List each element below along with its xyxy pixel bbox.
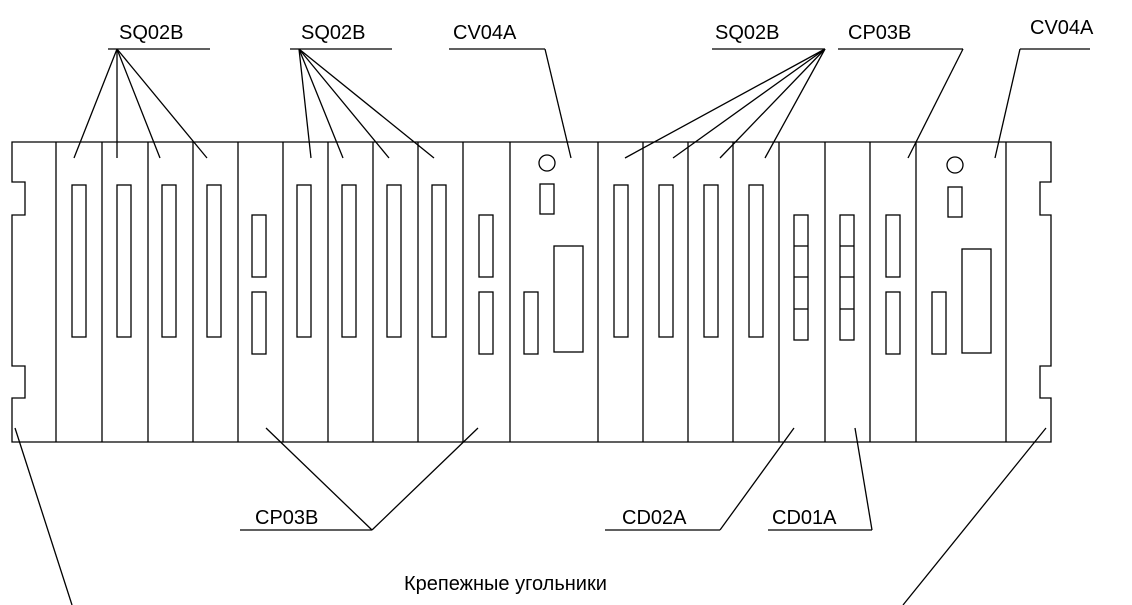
chassis-outline — [11, 141, 1052, 443]
leader-lines-bottom — [14, 427, 1047, 605]
label-sq02b-2: SQ02B — [301, 22, 365, 44]
label-sq02b-3: SQ02B — [715, 22, 779, 44]
cv04a-module-1-details — [523, 154, 584, 355]
indicator-led-icon — [946, 156, 964, 174]
indicator-led-icon — [538, 154, 556, 172]
label-cv04a-2: CV04A — [1030, 17, 1094, 39]
label-cp03b-top: CP03B — [848, 22, 911, 44]
label-sq02b-1: SQ02B — [119, 22, 183, 44]
label-mounting-brackets: Крепежные угольники — [404, 573, 607, 595]
leader-lines-top — [73, 48, 1090, 159]
cv04a-module-2-details — [931, 156, 992, 355]
label-cd02a: CD02A — [622, 507, 687, 529]
module-dividers — [55, 142, 1007, 442]
label-cd01a: CD01A — [772, 507, 837, 529]
label-cp03b-bottom: CP03B — [255, 507, 318, 529]
cd02a-connector — [793, 214, 809, 341]
label-cv04a-1: CV04A — [453, 22, 517, 44]
sq02b-connectors — [71, 184, 764, 338]
cd01a-connector — [839, 214, 855, 341]
cp03b-connectors — [251, 214, 901, 355]
